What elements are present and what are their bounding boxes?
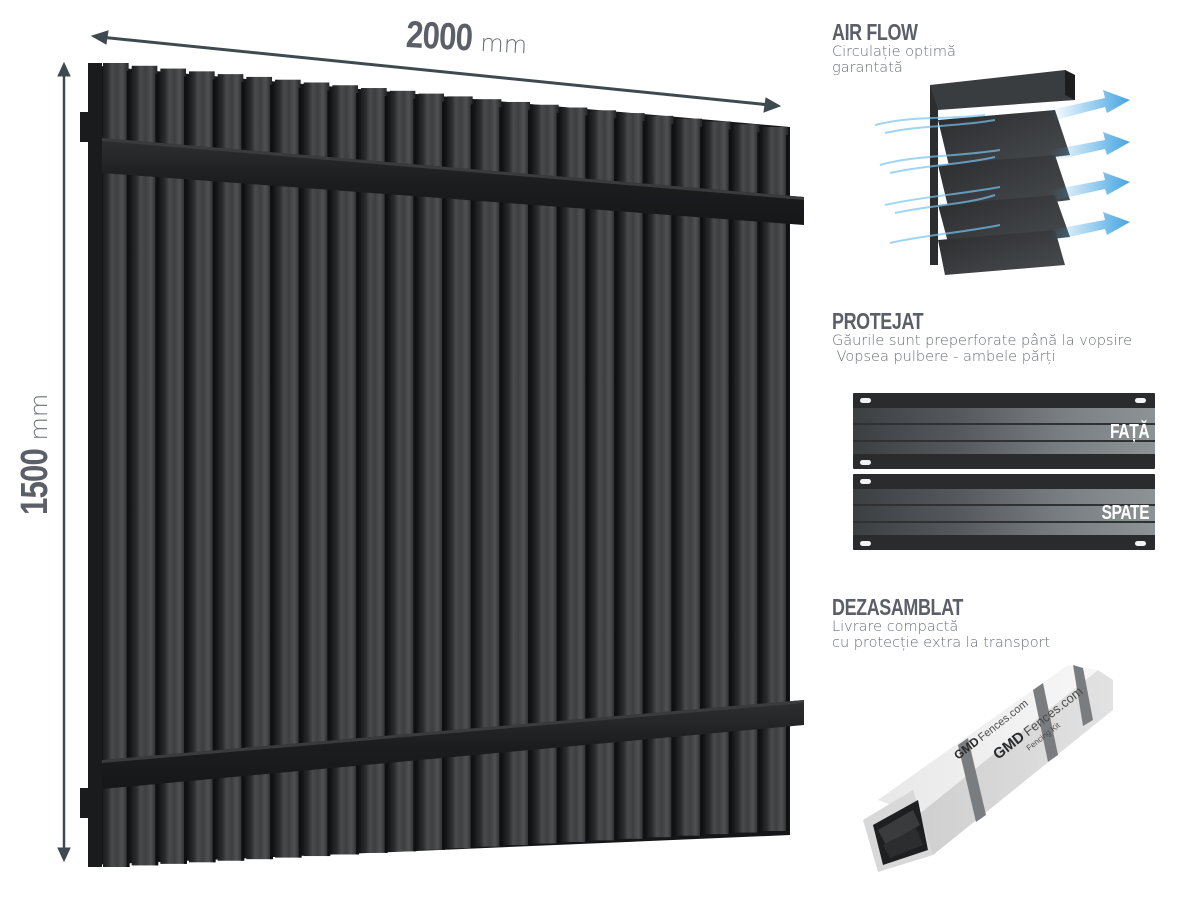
feature-line: Livrare compactă — [832, 619, 959, 635]
height-value: 1500 — [14, 448, 56, 515]
height-dimension-label: 1500 mm — [14, 394, 57, 515]
feature-dezasamblat: DEZASAMBLAT Livrare compactă cu protecți… — [832, 595, 1050, 651]
panel-back-label: SPATE — [1101, 502, 1149, 524]
feature-line: cu protecție extra la transport — [832, 635, 1051, 651]
feature-protejat: PROTEJAT Găurile sunt preperforate până … — [832, 309, 1132, 365]
top-rail — [102, 138, 804, 225]
fence-panel-illustration — [80, 63, 804, 867]
feature-line: Circulație optimă — [832, 44, 956, 60]
panel-front-label: FAȚĂ — [1109, 421, 1150, 443]
package-box-icon: GMD Fences.com Fencing Kit GMD Fences.co… — [863, 665, 1113, 872]
feature-title: PROTEJAT — [832, 308, 924, 334]
feature-title: AIR FLOW — [832, 19, 918, 45]
height-unit: mm — [25, 393, 53, 441]
airflow-arrows — [1050, 90, 1130, 240]
feature-line: Vopsea pulbere - ambele părți — [832, 349, 1056, 365]
panel-back: SPATE — [853, 474, 1155, 550]
panel-front: FAȚĂ — [853, 393, 1155, 469]
feature-title: DEZASAMBLAT — [832, 594, 963, 620]
height-arrow-icon — [57, 61, 71, 863]
bottom-rail — [102, 700, 804, 789]
width-value: 2000 — [405, 14, 474, 60]
feature-airflow: AIR FLOW Circulație optimă garantată — [832, 20, 956, 76]
width-arrow-icon — [90, 30, 782, 113]
feature-line: garantată — [832, 60, 903, 76]
feature-line: Găurile sunt preperforate până la vopsir… — [832, 333, 1133, 349]
louvre-airflow-icon — [875, 70, 1130, 275]
